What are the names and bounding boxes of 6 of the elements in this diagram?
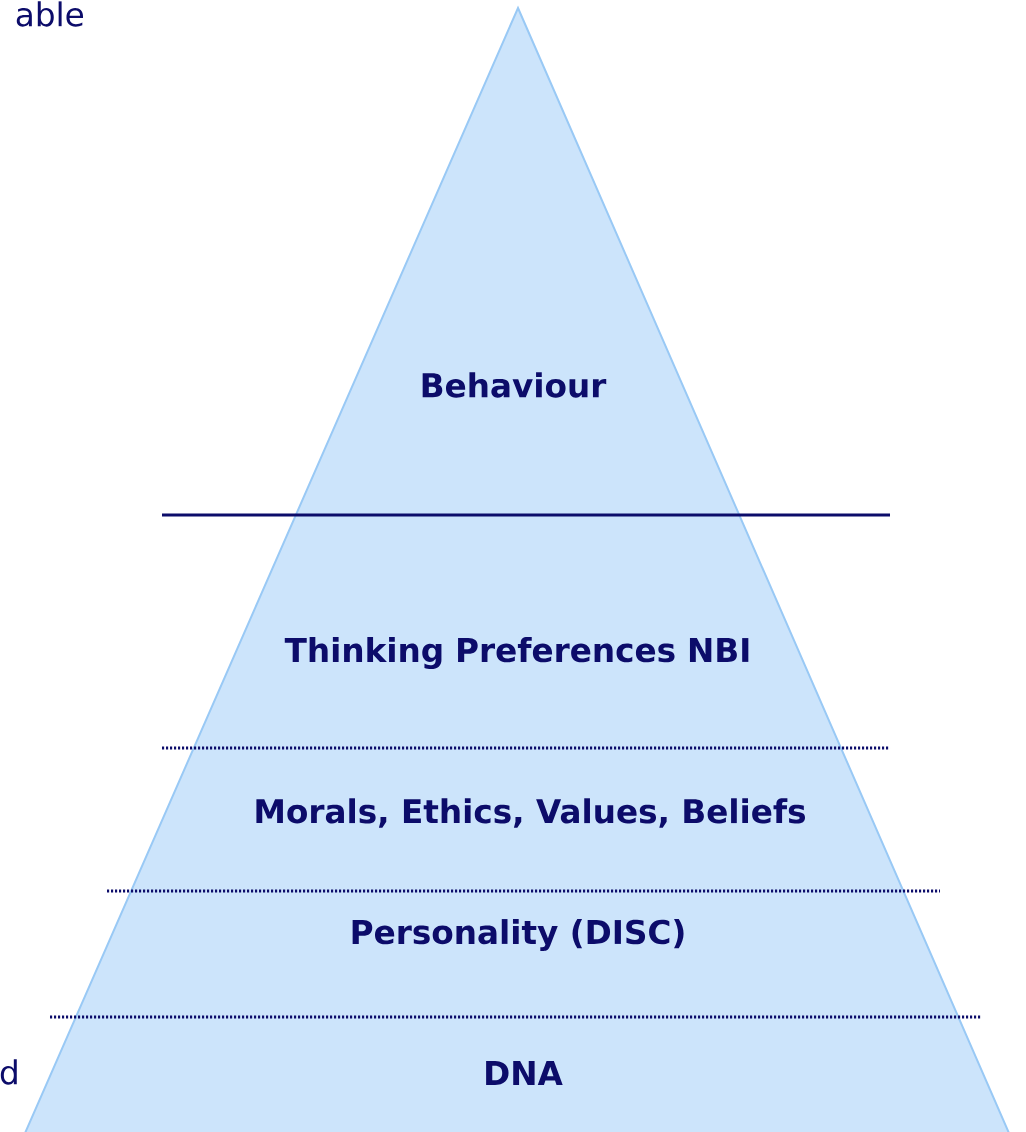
layer-label: Morals, Ethics, Values, Beliefs xyxy=(256,798,805,828)
side-label: able xyxy=(16,1,83,27)
layer-label: Personality (DISC) xyxy=(352,919,684,951)
layer-label: DNA xyxy=(486,1061,563,1085)
layer-label: Behaviour xyxy=(422,372,607,398)
layer-label: Thinking Preferences NBI xyxy=(284,637,749,669)
